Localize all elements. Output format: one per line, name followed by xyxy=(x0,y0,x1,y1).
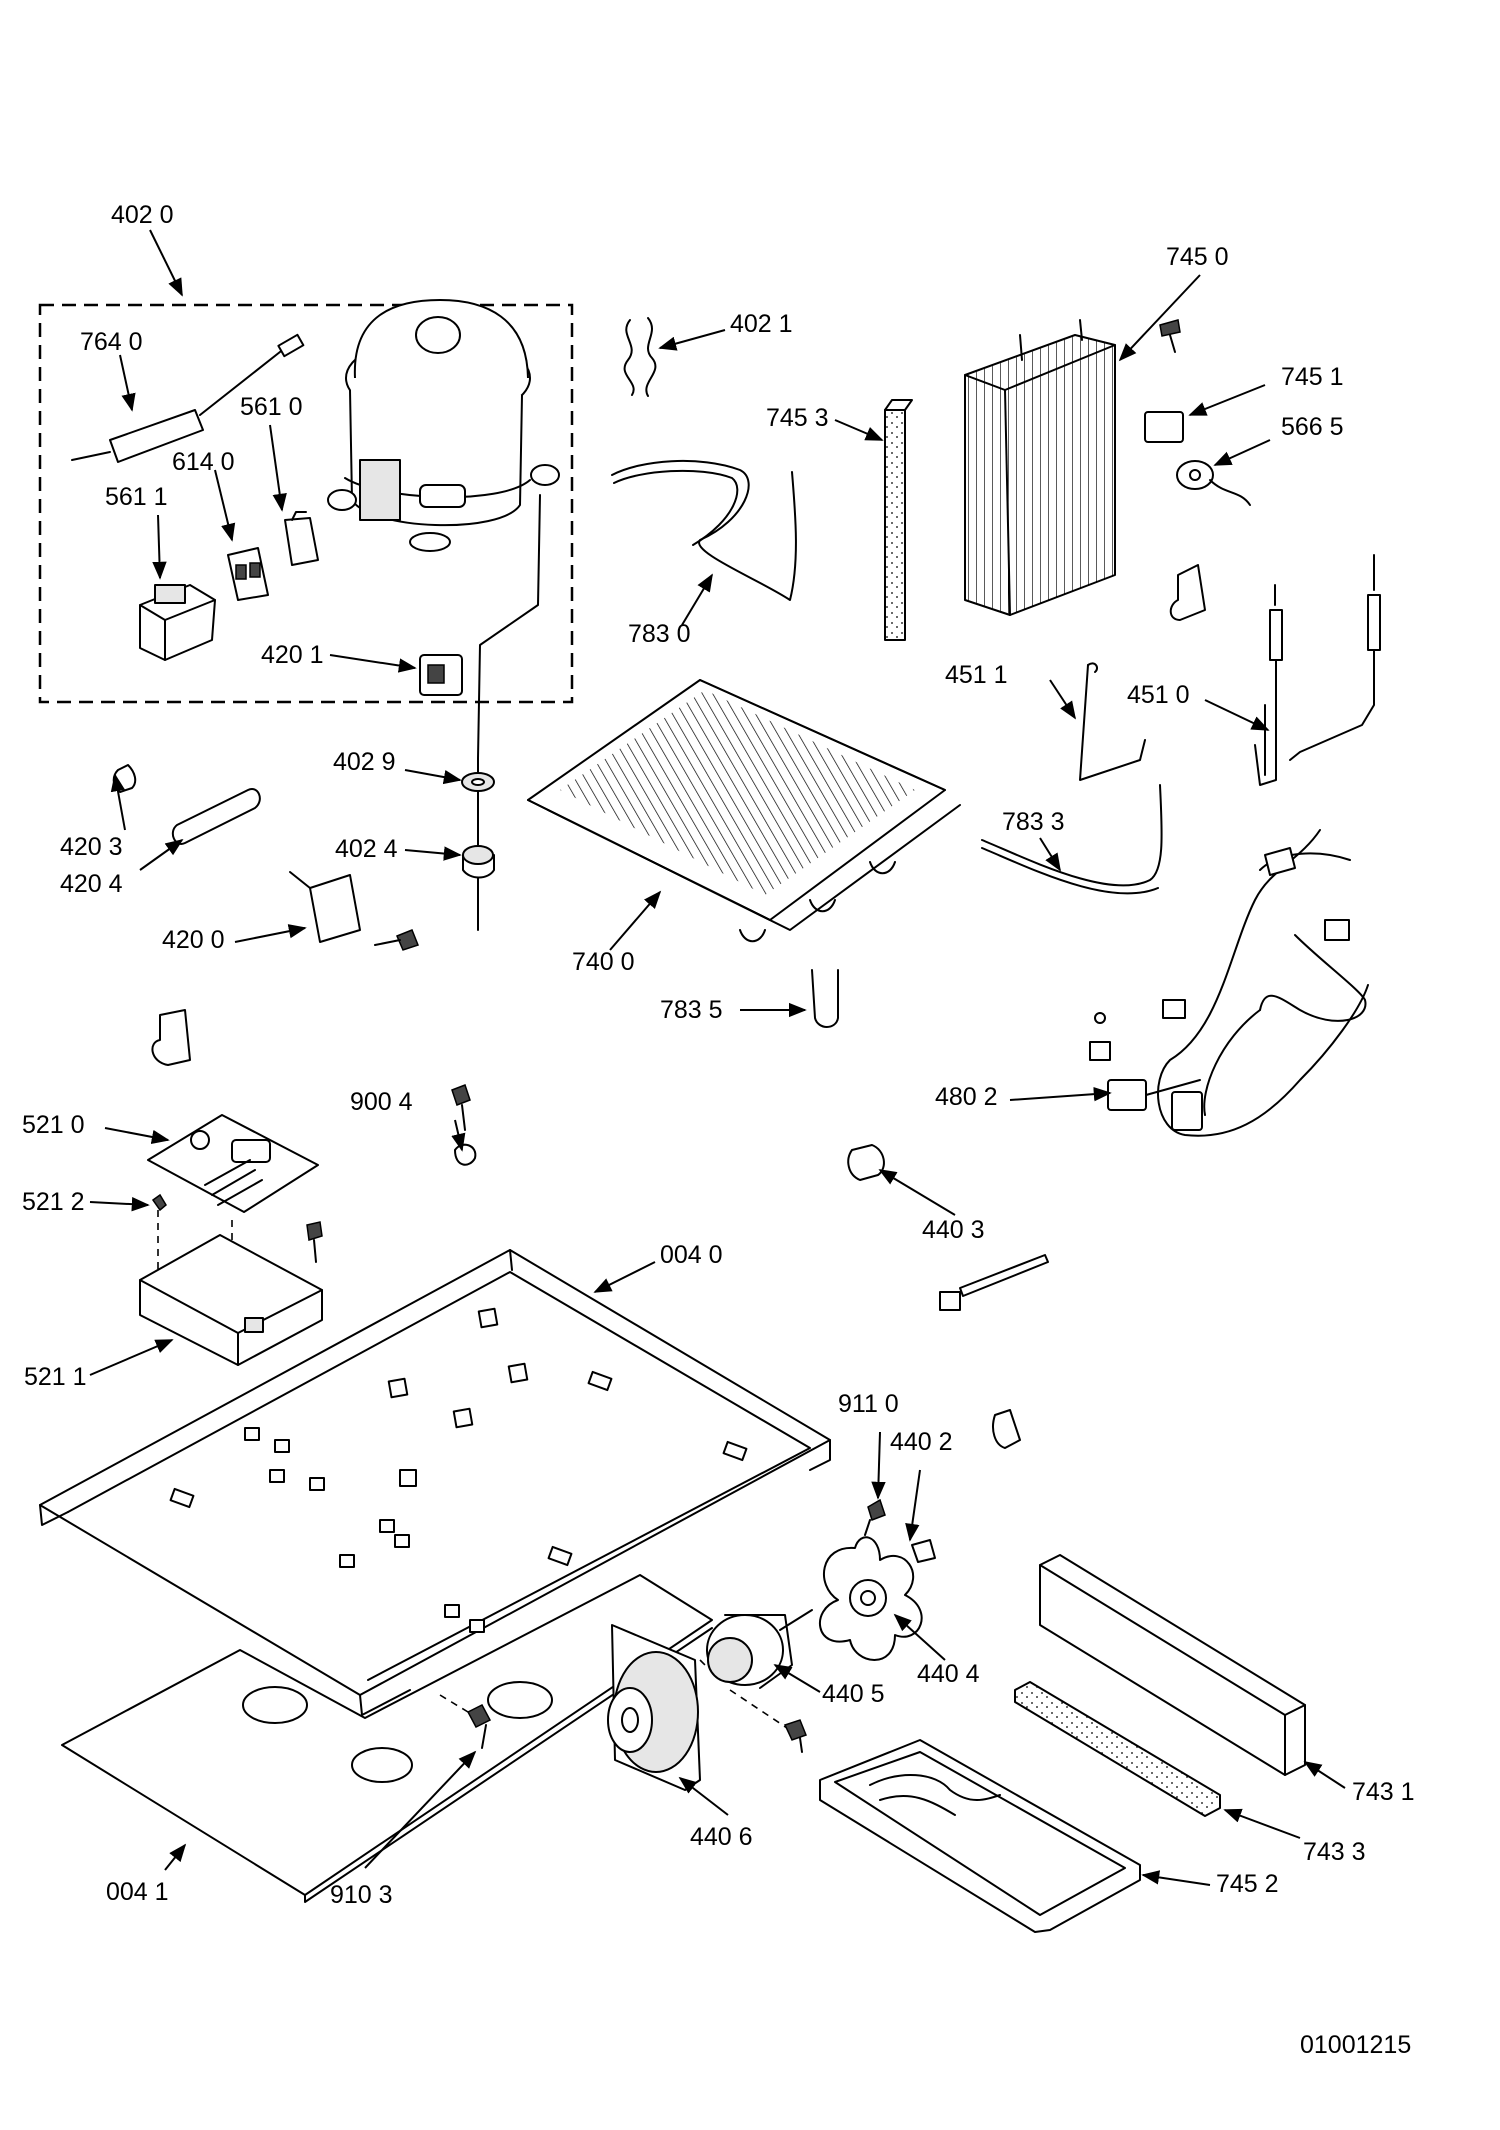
tube-783-0 xyxy=(611,459,797,601)
tube-783-5 xyxy=(811,969,839,1028)
part-566-5 xyxy=(1176,460,1214,490)
label-900-4: 900 4 xyxy=(350,1088,413,1116)
label-521-1: 521 1 xyxy=(24,1363,87,1391)
label-521-2: 521 2 xyxy=(22,1188,85,1216)
bracket-451-1 xyxy=(1079,664,1146,781)
tube-783-3 xyxy=(981,784,1163,887)
label-745-3: 745 3 xyxy=(766,404,829,432)
label-745-2: 745 2 xyxy=(1216,1870,1279,1898)
label-402-4: 402 4 xyxy=(335,835,398,863)
tubing-451-0 xyxy=(1254,554,1381,786)
label-480-2: 480 2 xyxy=(935,1083,998,1111)
harness-480-2 xyxy=(1089,829,1369,1137)
drawing-code: 01001215 xyxy=(1300,2031,1412,2059)
label-783-3: 783 3 xyxy=(1002,808,1065,836)
label-440-2: 440 2 xyxy=(890,1428,953,1456)
label-566-5: 566 5 xyxy=(1281,413,1344,441)
part-420-4 xyxy=(171,788,261,845)
leader-lines xyxy=(89,229,1346,1886)
clip-402-1 xyxy=(623,319,635,396)
label-402-1: 402 1 xyxy=(730,310,793,338)
label-440-6: 440 6 xyxy=(690,1823,753,1851)
label-614-0: 614 0 xyxy=(172,448,235,476)
condenser-740-0 xyxy=(527,679,961,943)
fan-assembly xyxy=(607,1409,1021,1791)
label-740-0: 740 0 xyxy=(572,948,635,976)
label-783-5: 783 5 xyxy=(660,996,723,1024)
base-plate-004-0 xyxy=(39,1249,831,1716)
label-743-3: 743 3 xyxy=(1303,1838,1366,1866)
label-402-0: 402 0 xyxy=(111,201,174,229)
label-451-0: 451 0 xyxy=(1127,681,1190,709)
label-420-1: 420 1 xyxy=(261,641,324,669)
label-911-0: 911 0 xyxy=(838,1390,899,1418)
part-440-3 xyxy=(847,1144,885,1181)
label-451-1: 451 1 xyxy=(945,661,1008,689)
label-420-0: 420 0 xyxy=(162,926,225,954)
board-521-0 xyxy=(147,1114,319,1213)
label-004-1: 004 1 xyxy=(106,1878,169,1906)
label-440-5: 440 5 xyxy=(822,1680,885,1708)
label-910-3: 910 3 xyxy=(330,1881,393,1909)
label-420-3: 420 3 xyxy=(60,833,123,861)
plate-004-1 xyxy=(61,1574,713,1903)
label-561-0: 561 0 xyxy=(240,393,303,421)
cable-tie xyxy=(959,1254,1049,1297)
label-440-4: 440 4 xyxy=(917,1660,980,1688)
label-745-1: 745 1 xyxy=(1281,363,1344,391)
label-402-9: 402 9 xyxy=(333,748,396,776)
compressor-kit xyxy=(38,299,574,931)
label-420-4: 420 4 xyxy=(60,870,123,898)
label-561-1: 561 1 xyxy=(105,483,168,511)
evaporator-745-0 xyxy=(964,319,1116,616)
label-743-1: 743 1 xyxy=(1352,1778,1415,1806)
part-745-1 xyxy=(1144,411,1184,443)
label-783-0: 783 0 xyxy=(628,620,691,648)
label-521-0: 521 0 xyxy=(22,1111,85,1139)
box-521-1 xyxy=(139,1234,323,1366)
label-004-0: 004 0 xyxy=(660,1241,723,1269)
part-420-0 xyxy=(309,874,361,943)
label-440-3: 440 3 xyxy=(922,1216,985,1244)
tray-745-2 xyxy=(819,1739,1141,1933)
label-745-0: 745 0 xyxy=(1166,243,1229,271)
label-764-0: 764 0 xyxy=(80,328,143,356)
